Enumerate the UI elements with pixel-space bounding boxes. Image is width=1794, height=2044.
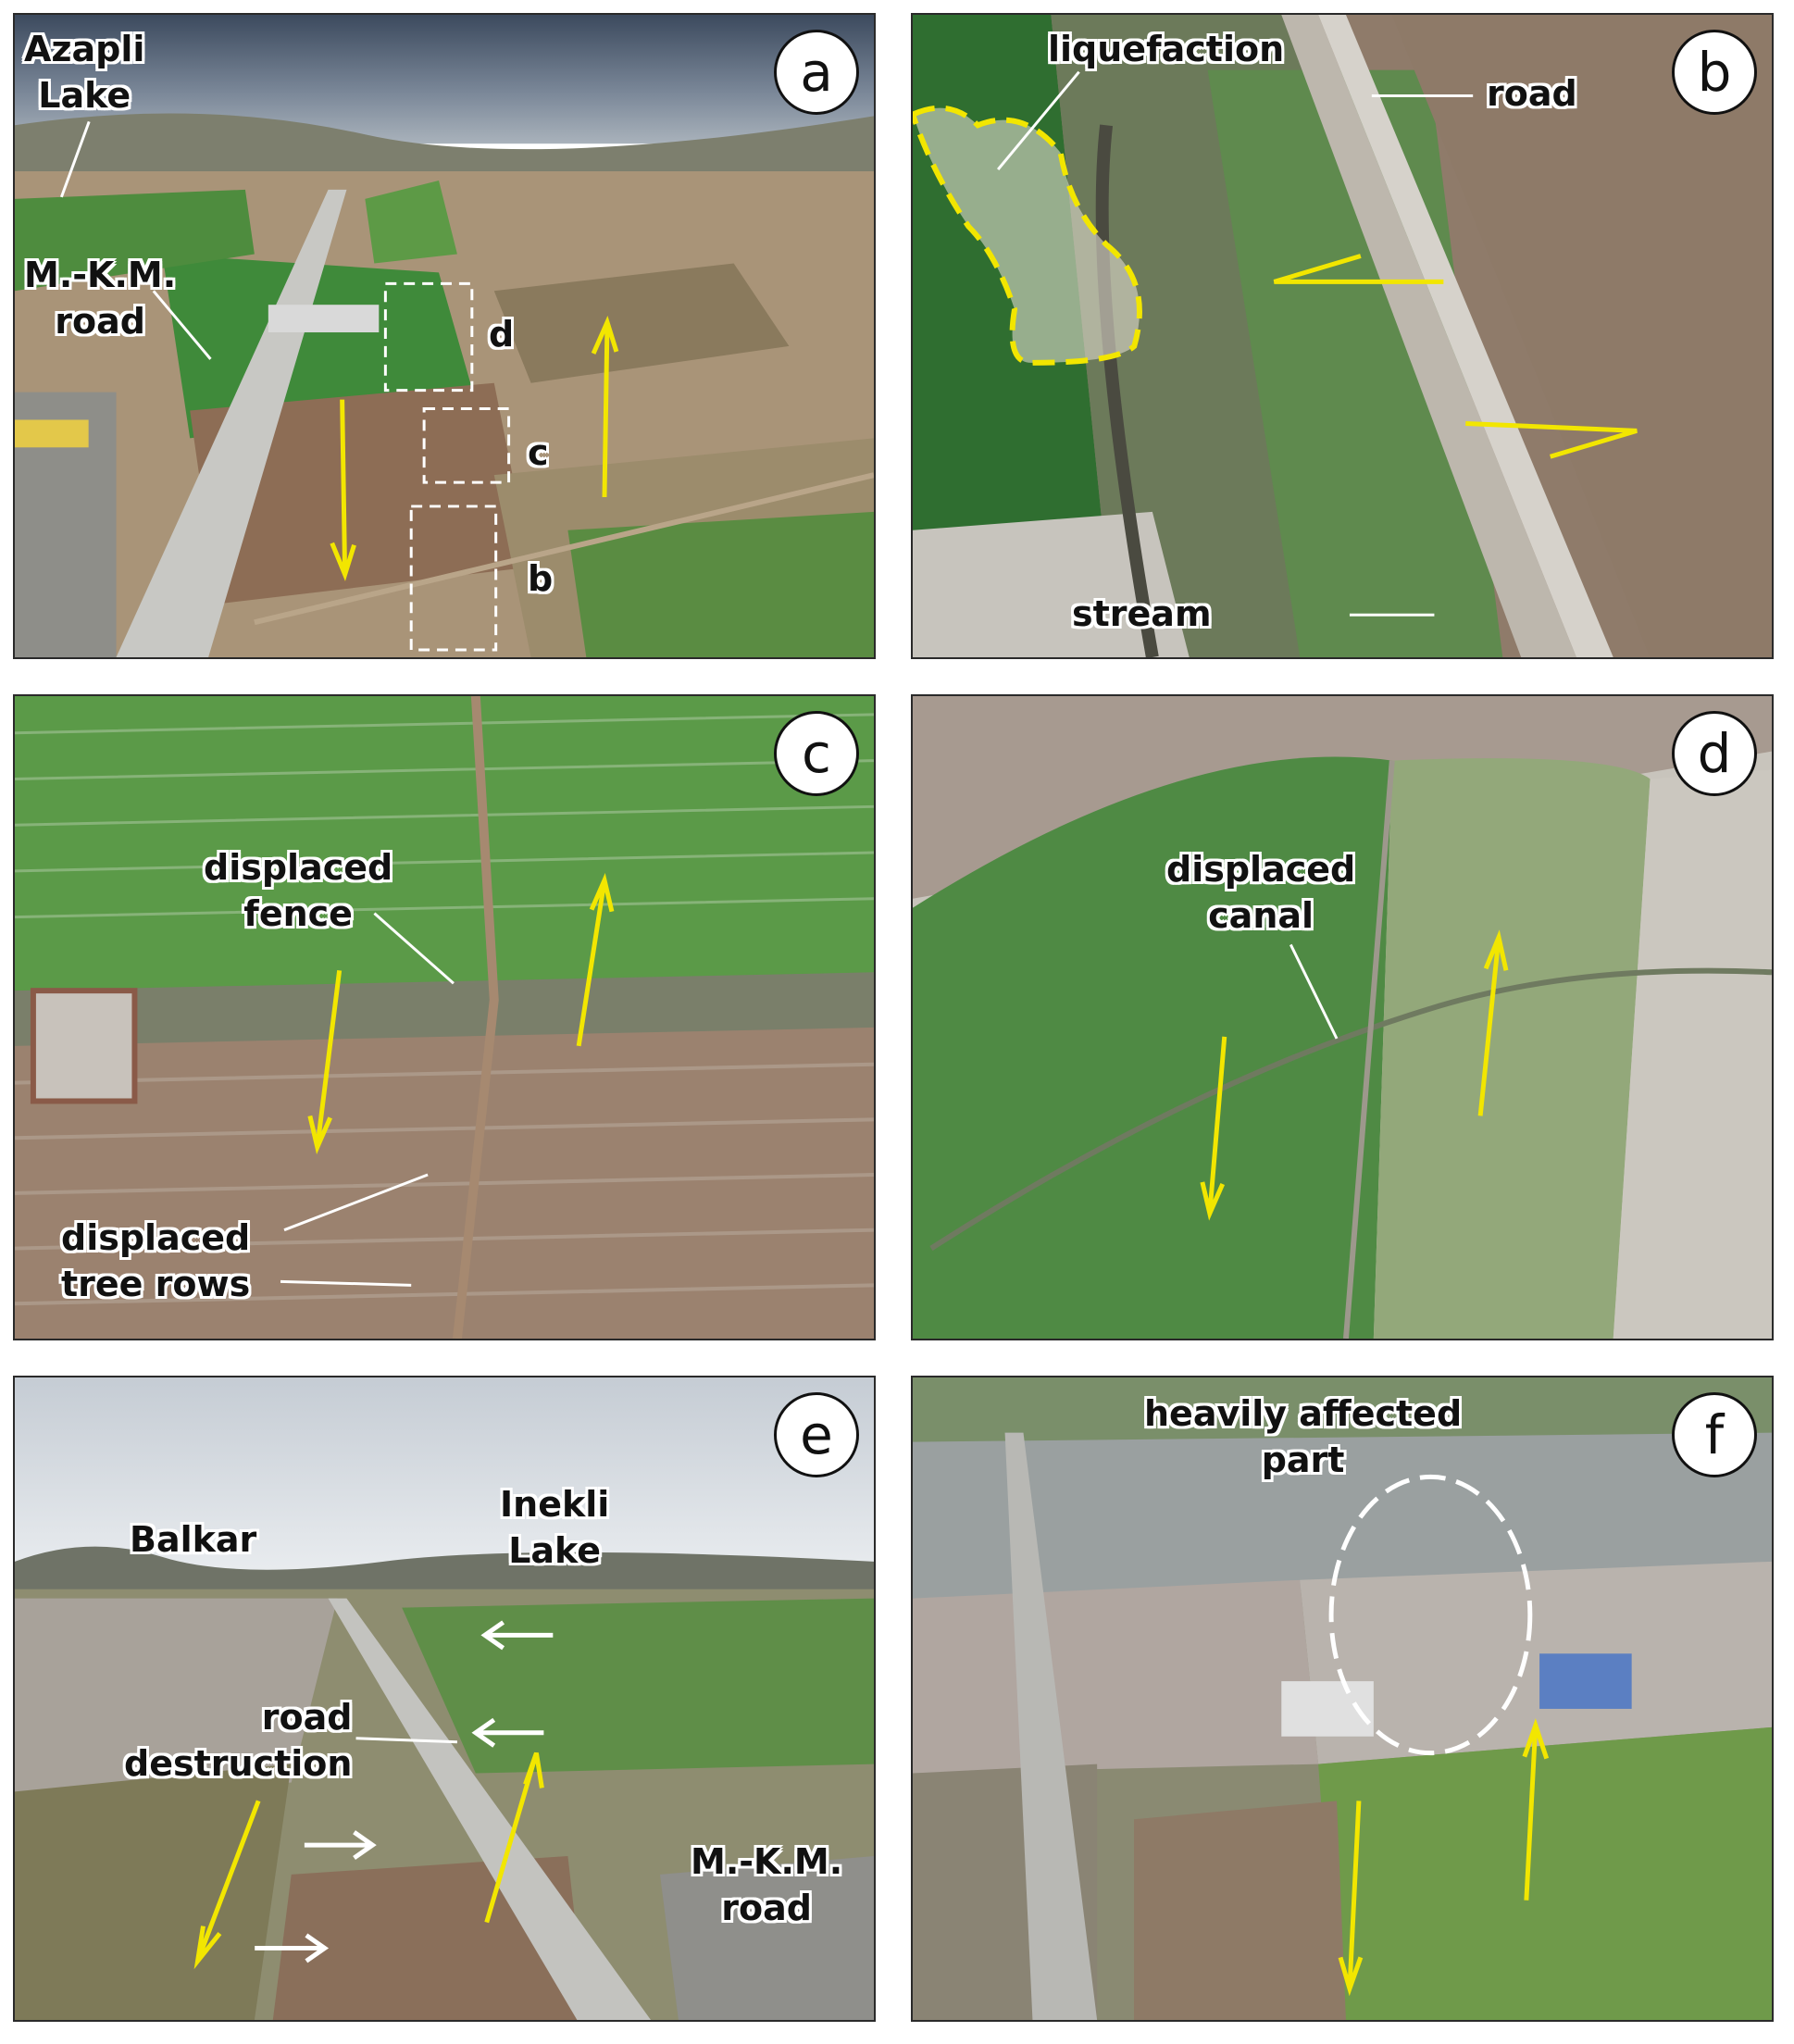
label-road-destruction: road destruction <box>124 1697 353 1784</box>
panel-c-photo <box>15 696 874 1339</box>
panel-letter-f: f <box>1672 1392 1757 1477</box>
label-mkm-road: M.-K.M. road <box>24 255 177 342</box>
label-liquefaction: liquefaction <box>1048 29 1285 69</box>
panel-d: displaced canal d <box>911 694 1774 1340</box>
label-displaced-canal: displaced canal <box>1166 849 1356 936</box>
panel-b: liquefaction road stream b <box>911 13 1774 659</box>
label-azapli-lake: Azapli Lake <box>24 29 145 116</box>
label-heavily-affected-part: heavily affected part <box>1144 1393 1463 1480</box>
panel-letter-d: d <box>1672 711 1757 796</box>
panel-f: heavily affected part f <box>911 1376 1774 2022</box>
label-box-b: b <box>528 558 554 599</box>
panel-letter-e: e <box>774 1392 859 1477</box>
label-box-c: c <box>528 432 549 473</box>
label-mkm-road-e: M.-K.M. road <box>691 1841 843 1928</box>
panel-letter-b: b <box>1672 30 1757 115</box>
panel-b-photo <box>913 15 1772 657</box>
label-displaced-fence: displaced fence <box>204 847 393 934</box>
label-displaced-tree-rows: displaced tree rows <box>61 1217 251 1304</box>
panel-e-photo <box>15 1377 874 2020</box>
label-box-d: d <box>489 314 515 355</box>
label-inekli-lake: Inekli Lake <box>500 1484 610 1571</box>
panel-e: Balkar Inekli Lake road destruction M.-K… <box>13 1376 876 2022</box>
label-road-b: road <box>1487 73 1577 114</box>
panel-d-photo <box>913 696 1772 1339</box>
panel-letter-c: c <box>774 711 859 796</box>
panel-c: displaced fence displaced tree rows c <box>13 694 876 1340</box>
panel-a: Azapli Lake M.-K.M. road d c b a <box>13 13 876 659</box>
label-stream: stream <box>1072 593 1212 634</box>
panel-letter-a: a <box>774 30 859 115</box>
label-balkar: Balkar <box>130 1519 257 1560</box>
